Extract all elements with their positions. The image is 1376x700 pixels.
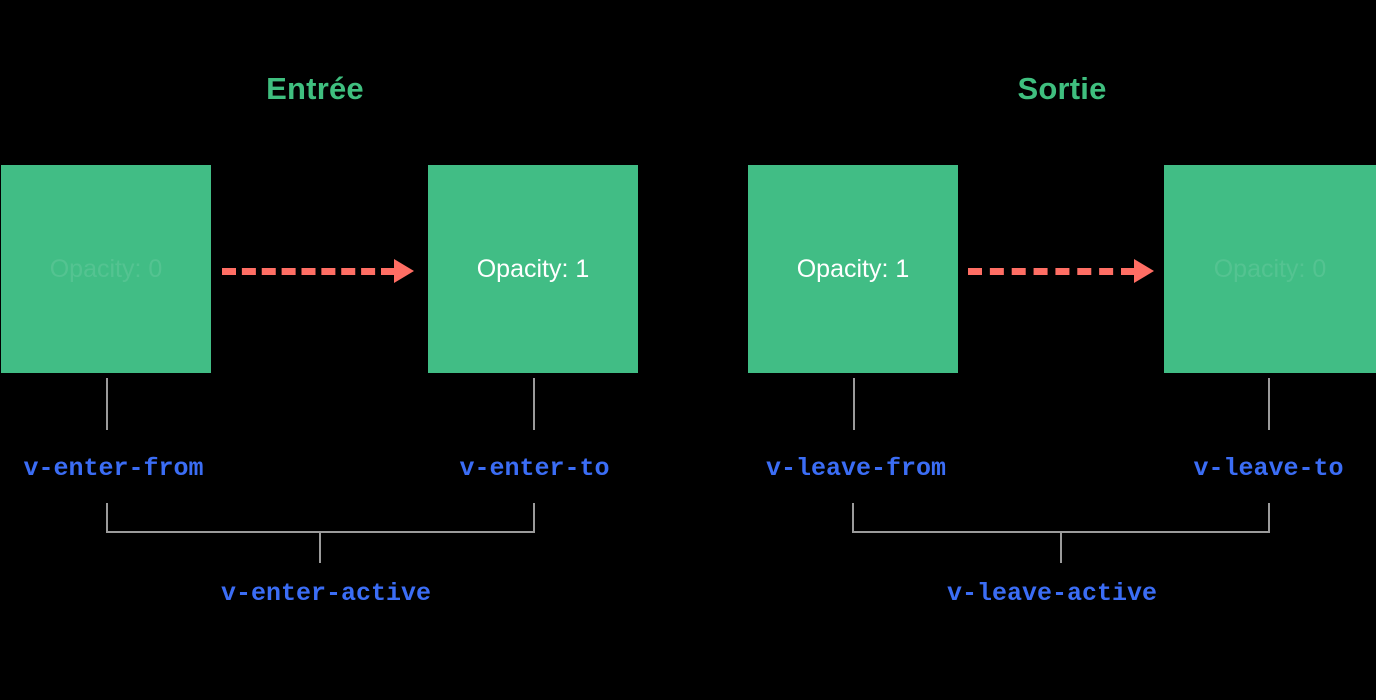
class-label-v-leave-active: v-leave-active (946, 579, 1158, 608)
class-label-v-enter-from: v-enter-from (23, 454, 204, 483)
state-box-leave-from: Opacity: 1 (748, 165, 958, 373)
span-bracket-enter (106, 503, 535, 533)
class-label-v-enter-active: v-enter-active (220, 579, 432, 608)
state-box-label: Opacity: 1 (476, 254, 590, 283)
class-label-v-leave-to: v-leave-to (1193, 454, 1344, 483)
class-label-v-enter-to: v-enter-to (459, 454, 610, 483)
span-bracket-leave (852, 503, 1270, 533)
arrow-shaft (968, 267, 1135, 275)
connector-tick-enter-to (533, 378, 535, 430)
span-bracket-stem-leave (1060, 533, 1062, 563)
section-heading-enter: Entrée (266, 71, 364, 106)
span-bracket-stem-enter (319, 533, 321, 563)
state-box-label: Opacity: 0 (1213, 254, 1327, 283)
connector-tick-leave-from (853, 378, 855, 430)
section-heading-leave: Sortie (1017, 71, 1107, 106)
arrow-head (1134, 259, 1154, 283)
transition-arrow-leave-icon (968, 259, 1154, 283)
state-box-label: Opacity: 1 (796, 254, 910, 283)
state-box-enter-from: Opacity: 0 (1, 165, 211, 373)
arrow-shaft (222, 267, 395, 275)
state-box-label: Opacity: 0 (49, 254, 163, 283)
connector-tick-leave-to (1268, 378, 1270, 430)
connector-tick-enter-from (106, 378, 108, 430)
transition-arrow-enter-icon (222, 259, 414, 283)
class-label-v-leave-from: v-leave-from (765, 454, 947, 483)
state-box-enter-to: Opacity: 1 (428, 165, 638, 373)
state-box-leave-to: Opacity: 0 (1164, 165, 1376, 373)
arrow-head (394, 259, 414, 283)
